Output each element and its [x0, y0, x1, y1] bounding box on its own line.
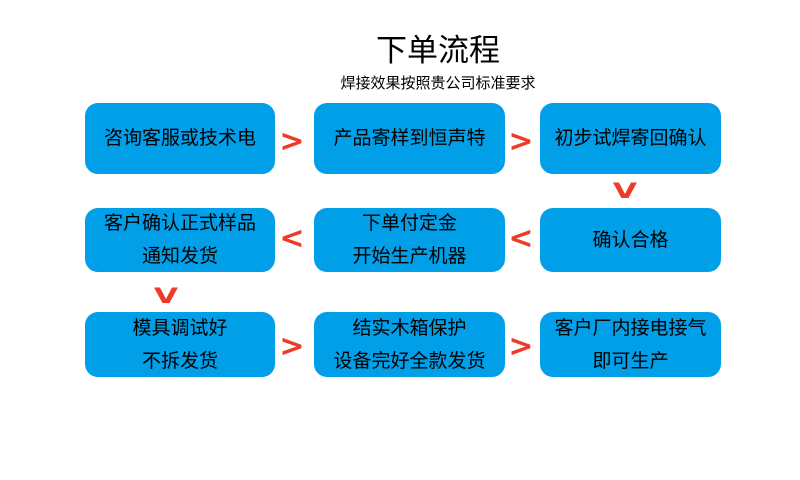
flow-box-mold-debugged: 模具调试好 不拆发货 — [85, 312, 275, 377]
flow-box-line: 设备完好全款发货 — [333, 349, 486, 372]
flow-box-order-deposit: 下单付定金 开始生产机器 — [314, 208, 505, 272]
arrow-left-icon: < — [508, 221, 534, 256]
flow-box-line: 下单付定金 — [361, 212, 457, 234]
flow-box-line: 初步试焊寄回确认 — [554, 127, 707, 149]
flow-box-line: 模具调试好 — [132, 316, 228, 339]
flow-box-line: 客户确认正式样品 — [103, 212, 256, 234]
arrow-right-icon: > — [279, 329, 305, 364]
flow-box-consult-service: 咨询客服或技术电 — [85, 103, 275, 174]
arrow-right-icon: > — [279, 124, 305, 159]
flow-box-line: 客户厂内接电接气 — [554, 316, 707, 339]
flow-box-line: 即可生产 — [592, 349, 669, 372]
flow-box-line: 结实木箱保护 — [352, 316, 467, 339]
flow-box-line: 开始生产机器 — [352, 245, 467, 267]
arrow-right-icon: > — [508, 329, 534, 364]
flow-box-send-sample: 产品寄样到恒声特 — [314, 103, 505, 174]
arrow-left-icon: < — [279, 221, 305, 256]
flow-box-line: 确认合格 — [592, 228, 669, 251]
flow-box-customer-factory-production: 客户厂内接电接气 即可生产 — [540, 312, 721, 377]
flow-box-customer-confirm-sample: 客户确认正式样品 通知发货 — [85, 208, 275, 272]
flow-box-confirm-qualified: 确认合格 — [540, 208, 721, 272]
flow-box-line: 咨询客服或技术电 — [103, 127, 256, 149]
flow-box-wooden-crate-ship: 结实木箱保护 设备完好全款发货 — [314, 312, 505, 377]
page-title: 下单流程 — [376, 33, 500, 69]
arrow-down-icon: V — [153, 283, 179, 308]
flow-box-line: 产品寄样到恒声特 — [333, 127, 486, 149]
arrow-down-icon: V — [612, 178, 638, 203]
flow-box-line: 不拆发货 — [141, 349, 218, 372]
flow-box-trial-weld-confirm: 初步试焊寄回确认 — [540, 103, 721, 174]
arrow-right-icon: > — [508, 124, 534, 159]
page-subtitle: 焊接效果按照贵公司标准要求 — [340, 74, 536, 92]
flow-box-line: 通知发货 — [141, 245, 218, 267]
